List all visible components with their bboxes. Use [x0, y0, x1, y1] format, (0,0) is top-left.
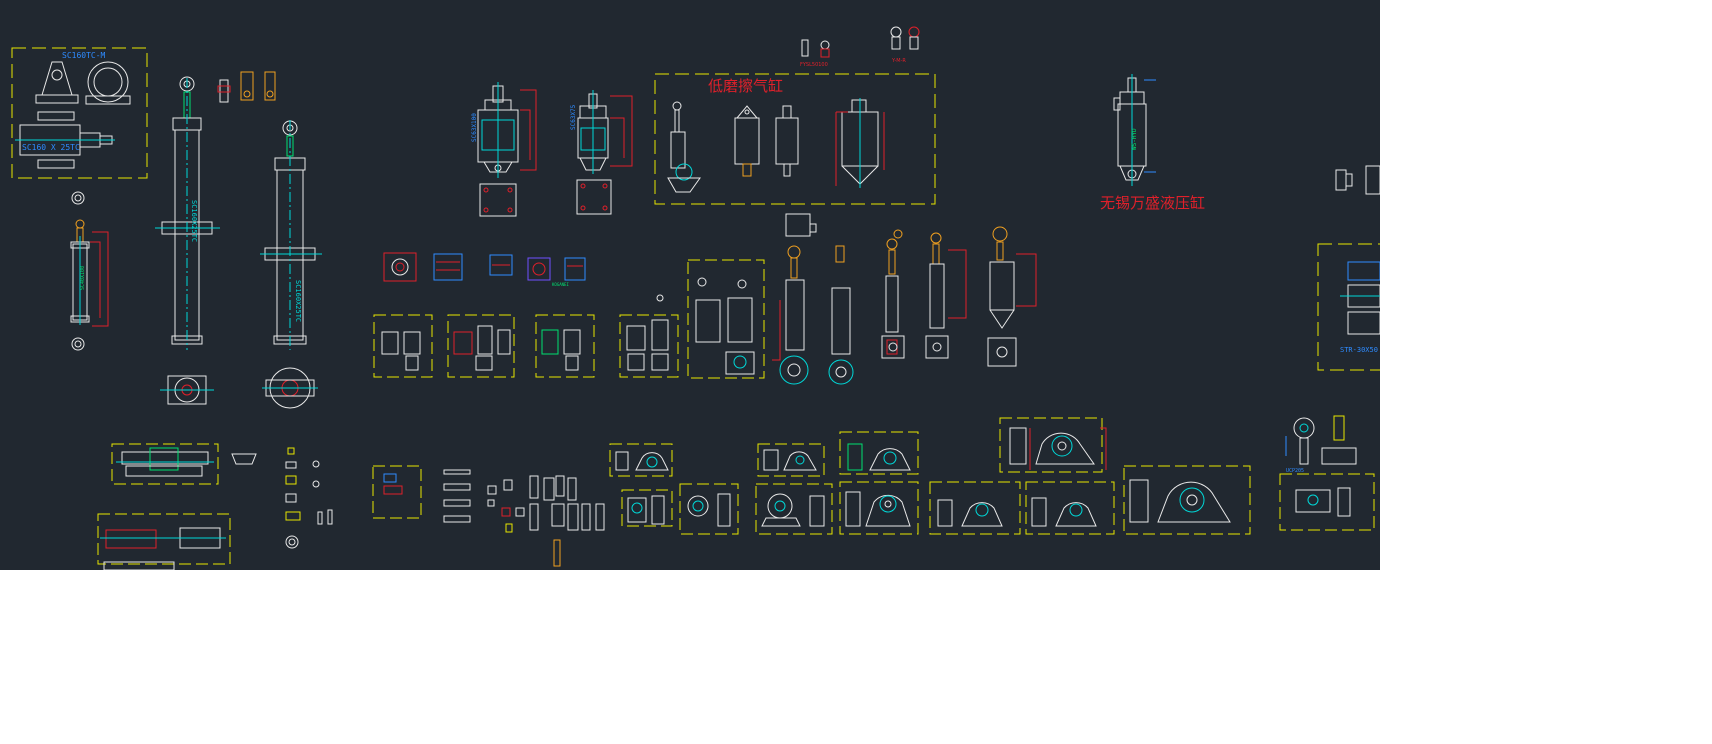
- label-hydraulic: 无锡万盛液压缸: [1100, 194, 1205, 212]
- tall-cylinder-2: [260, 120, 322, 409]
- label-bracket-top: SC160TC-M: [62, 51, 106, 60]
- cylinder-dim-2: [576, 90, 633, 215]
- label-bearing-tag: UCP205: [1286, 468, 1304, 474]
- label-top-tag-1: FYSL50100: [800, 62, 828, 68]
- tall-cylinder-1: [155, 76, 220, 405]
- label-small-cyl: SC40X100: [80, 266, 86, 290]
- label-low-friction: 低磨擦气缸: [708, 77, 783, 95]
- label-hydro-body: WS-HYD: [1131, 128, 1138, 150]
- cad-drawing-canvas[interactable]: SC160TC-M SC160 X 25TC 低磨擦气缸 无锡万盛液压缸 SC1…: [0, 0, 1380, 570]
- rod-end-parts: [1279, 415, 1375, 531]
- top-small-parts: [801, 26, 920, 58]
- label-cyl-b: SC63X75: [570, 104, 577, 130]
- valve-blocks: [383, 252, 586, 282]
- label-top-tag-2: Y-M-R: [891, 58, 906, 64]
- drawing-labels: SC160TC-M SC160 X 25TC 低磨擦气缸 无锡万盛液压缸 SC1…: [22, 51, 1378, 474]
- pillow-block-frames: [609, 417, 1251, 535]
- top-fittings: [217, 71, 276, 103]
- clevis-cylinders: [772, 226, 1037, 385]
- label-cyl-tall-2: SC160X25TC: [294, 280, 302, 322]
- right-edge-parts: [1317, 165, 1380, 371]
- small-frame-left: [372, 465, 422, 519]
- hydraulic-cylinder: [1113, 74, 1156, 186]
- cylinder-dim-1: [477, 82, 537, 217]
- label-bracket-side: SC160 X 25TC: [22, 143, 80, 152]
- small-fittings-column: [285, 447, 333, 549]
- small-box: [785, 213, 817, 237]
- bracket-assembly: [11, 47, 148, 351]
- linear-guide-parts: [97, 443, 257, 570]
- small-cylinder-left: [70, 219, 109, 327]
- compact-cylinder-frames: [373, 259, 765, 379]
- label-cyl-a: SC63X100: [471, 113, 478, 142]
- cad-drawing: SC160TC-M SC160 X 25TC 低磨擦气缸 无锡万盛液压缸 SC1…: [11, 26, 1380, 570]
- label-block-tag: KOGANEI: [552, 282, 569, 287]
- label-cyl-tall-1: SC160X25TC: [190, 200, 198, 242]
- low-friction-cylinder-group: [654, 73, 936, 205]
- label-right-cut: STR-30X50: [1340, 346, 1378, 354]
- fittings-grid: [443, 469, 605, 567]
